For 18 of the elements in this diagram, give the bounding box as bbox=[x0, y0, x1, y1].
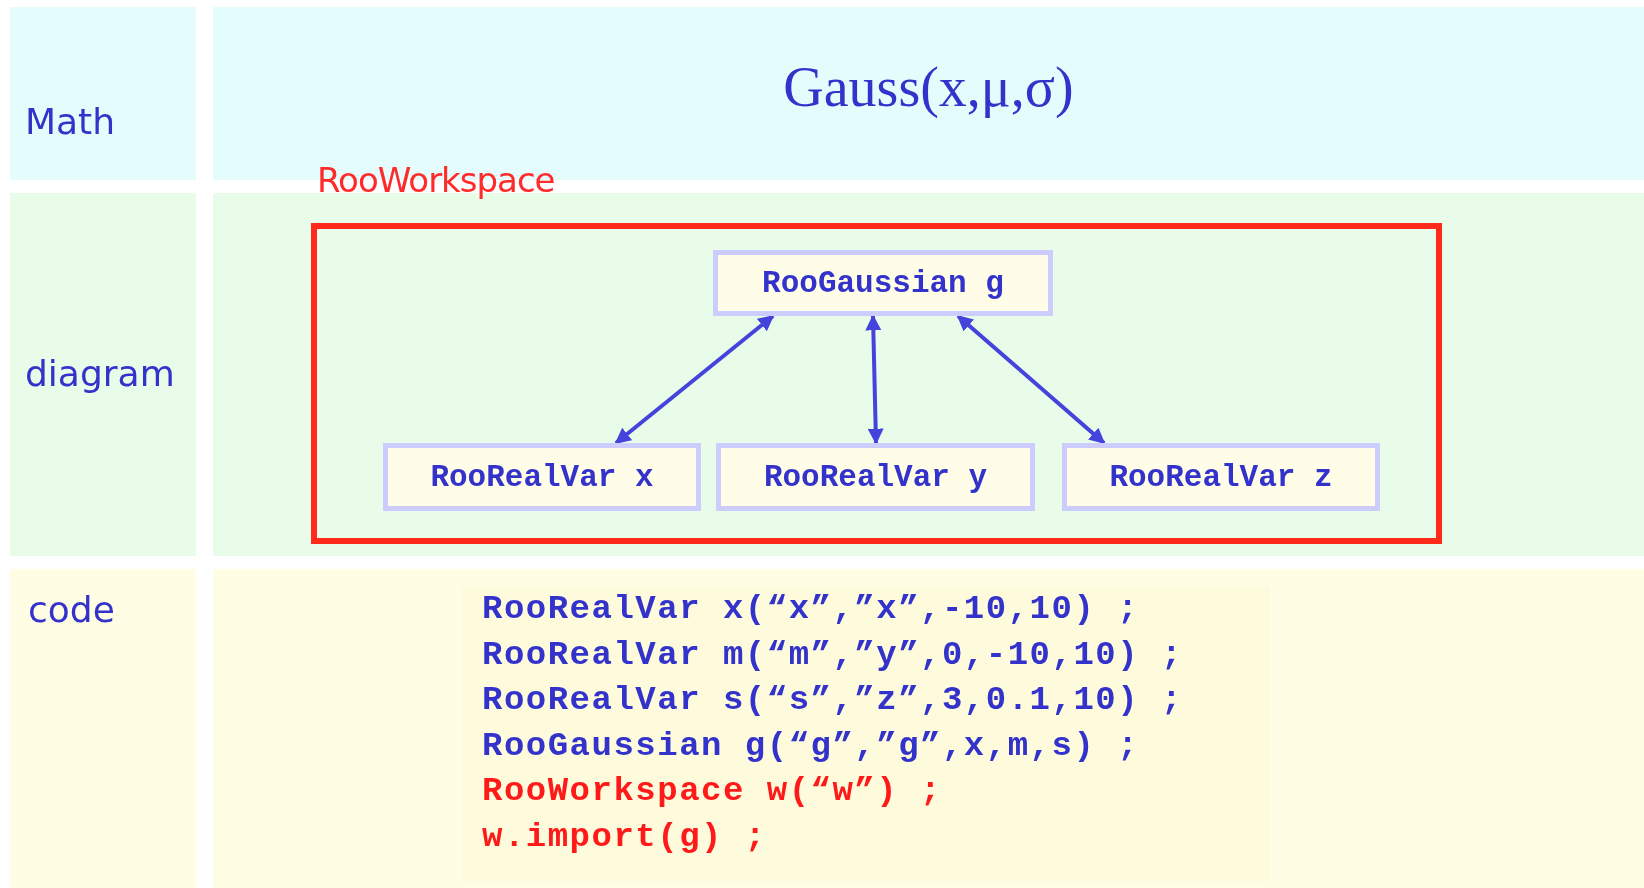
class-box: RooRealVar z bbox=[1062, 443, 1380, 511]
class-box: RooRealVar y bbox=[716, 443, 1035, 511]
code-line: RooWorkspace w(“w”) ; bbox=[482, 771, 943, 812]
code-line: RooRealVar x(“x”,”x”,-10,10) ; bbox=[482, 589, 1141, 630]
code-line: RooRealVar m(“m”,”y”,0,-10,10) ; bbox=[482, 634, 1184, 676]
code-line: RooGaussian g(“g”,”g”,x,m,s) ; bbox=[482, 725, 1141, 767]
formula-title: Gauss(x,μ,σ) bbox=[782, 55, 1075, 119]
row-label: diagram bbox=[25, 352, 175, 396]
double-arrow bbox=[865, 314, 884, 445]
code-line: RooRealVar s(“s”,”z”,3,0.1,10) ; bbox=[482, 680, 1184, 721]
code-line: w.import(g) ; bbox=[482, 816, 768, 858]
row-label: Math bbox=[25, 100, 116, 144]
class-box: RooRealVar x bbox=[383, 443, 701, 511]
double-arrow bbox=[956, 314, 1106, 445]
container-heading: RooWorkspace bbox=[317, 160, 555, 200]
double-arrow bbox=[614, 314, 775, 445]
class-box: RooGaussian g bbox=[713, 250, 1053, 316]
row-label: code bbox=[28, 588, 115, 632]
